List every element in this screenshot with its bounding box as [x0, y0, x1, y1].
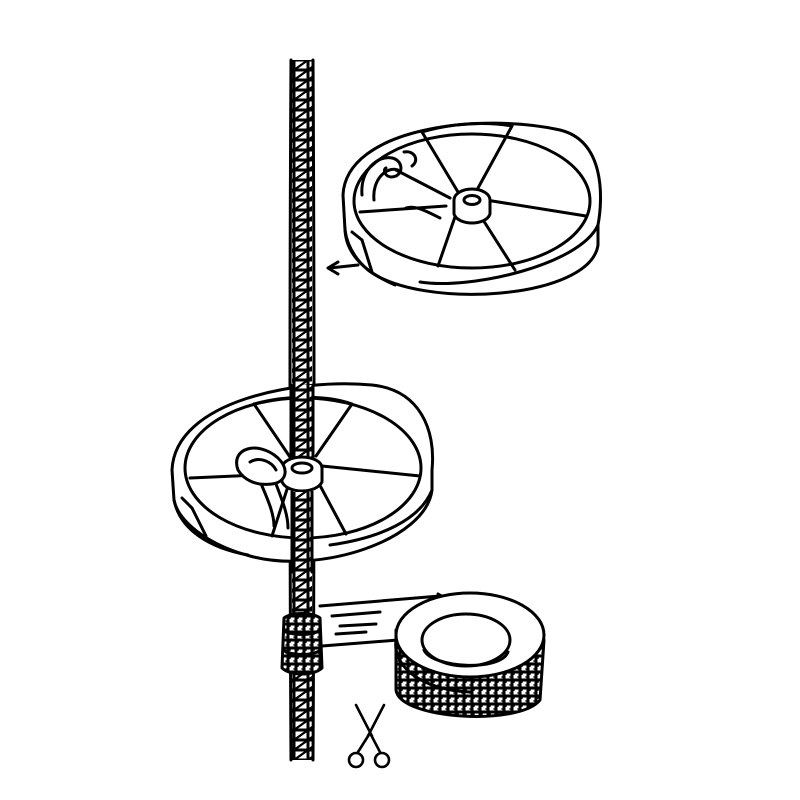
direction-arrow-icon — [326, 260, 360, 276]
lower-rat-guard — [170, 382, 435, 574]
lower-guard-hub — [280, 455, 324, 493]
tape-wrap — [280, 612, 324, 676]
upper-rat-guard — [341, 121, 602, 296]
upper-guard-clip — [360, 150, 418, 202]
scissors-icon — [347, 703, 391, 769]
upper-guard-hub — [452, 187, 492, 225]
tape-roll — [394, 591, 546, 718]
lower-guard-clamp — [235, 446, 290, 530]
